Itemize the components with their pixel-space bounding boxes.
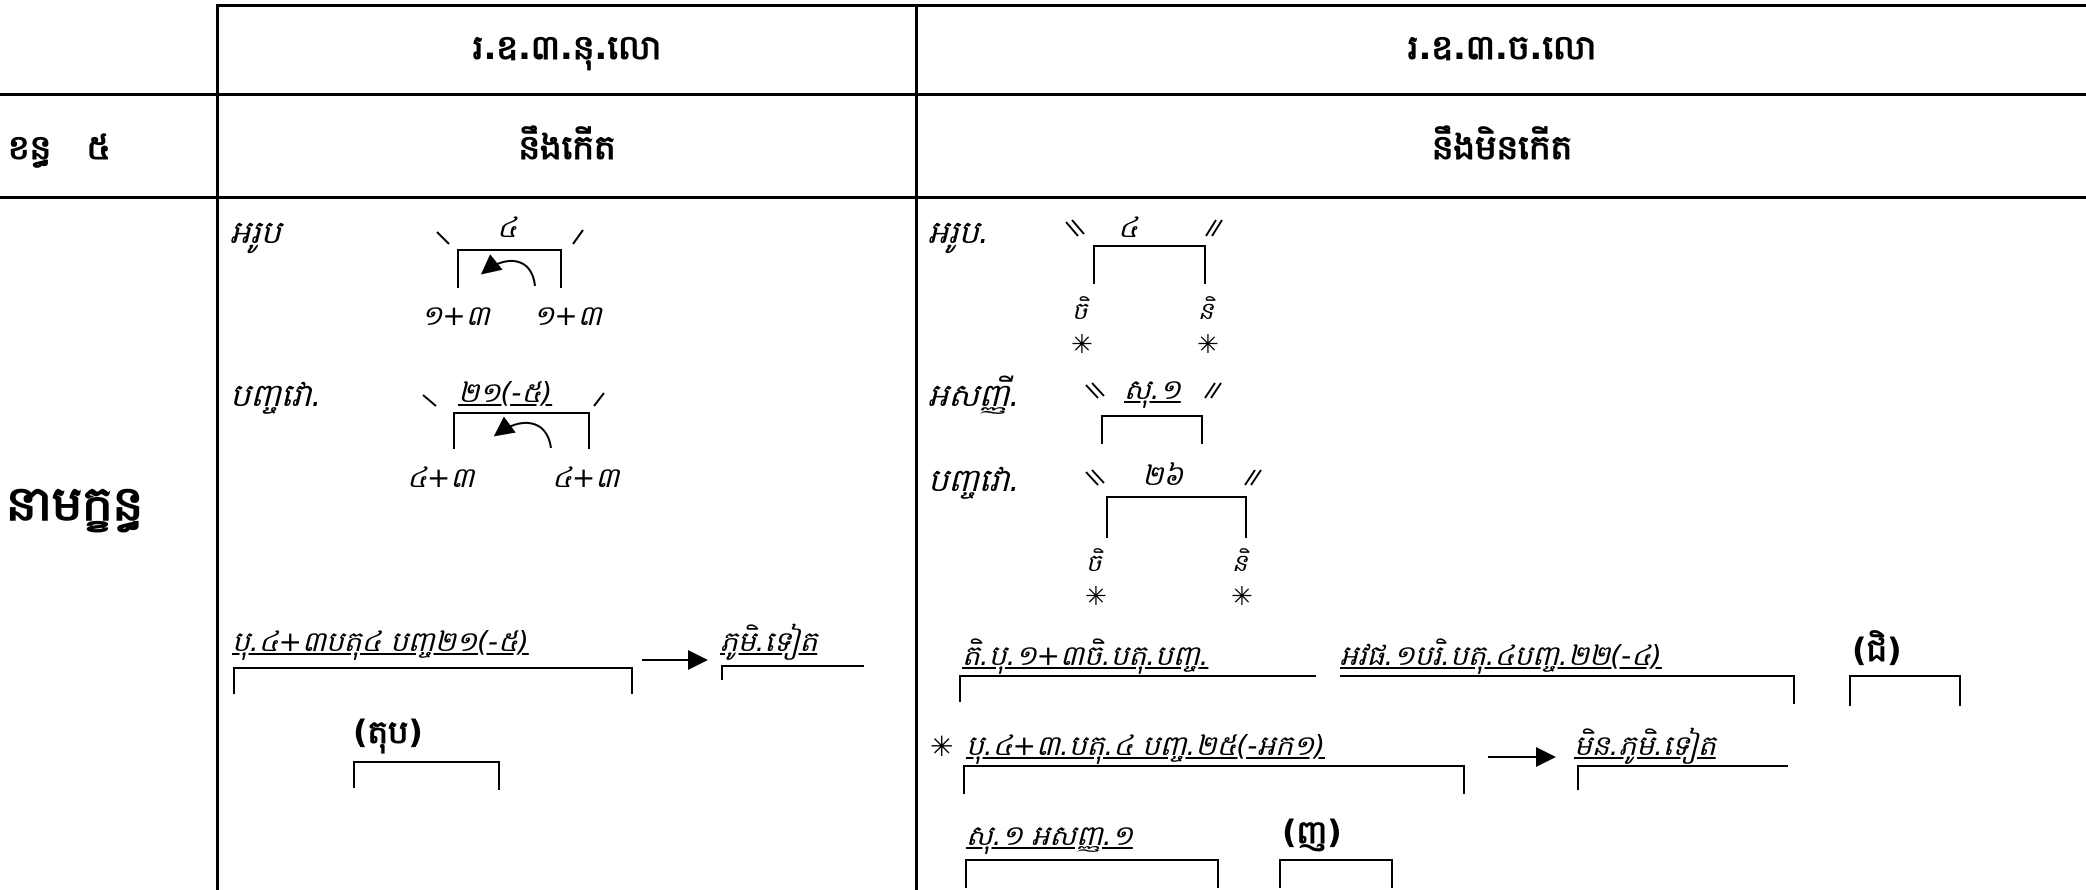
col2-header-code: រ.ឧ.៣.ច.លោ xyxy=(1407,28,1597,68)
right-f3-bracket xyxy=(963,765,1465,794)
right-panca-bracket xyxy=(1106,496,1247,538)
right-arupa-slash-l2 xyxy=(1071,219,1085,235)
right-result-1: (ជិ) xyxy=(1852,631,1902,669)
right-asanna-slash-l2 xyxy=(1091,382,1105,397)
right-panca-slash-l2 xyxy=(1091,469,1105,484)
left-arupa-slash-r xyxy=(572,229,584,245)
right-asanna-bracket xyxy=(1101,415,1203,444)
left-arupa-bracket xyxy=(457,249,562,288)
header-row-border xyxy=(0,93,2086,96)
right-panca-slash-r1 xyxy=(1244,469,1256,486)
right-result-2: (ញ) xyxy=(1282,813,1342,851)
left-arupa-label: អរូប xyxy=(230,213,281,251)
left-panca-b2: ៤+៣ xyxy=(552,461,620,494)
right-arupa-star2: ✳ xyxy=(1197,330,1219,360)
right-panca-b1: ចិ xyxy=(1086,549,1102,577)
right-arupa-label: អរូប. xyxy=(928,213,989,251)
right-formula-4: សុ.១ អសញ្ញ.១ xyxy=(966,819,1133,852)
right-asanna-top: សុ.១ xyxy=(1124,373,1181,406)
row1-label: ខន្ធ ៥ xyxy=(8,128,111,168)
left-panca-label: បញ្ចវោ. xyxy=(230,376,322,414)
right-f1-bracket xyxy=(959,675,1316,702)
left-panca-top: ២១(-៥) xyxy=(458,376,553,409)
right-target-bracket xyxy=(1577,765,1788,790)
right-arupa-slash-r2 xyxy=(1211,219,1223,237)
right-panca-top: ២៦ xyxy=(1142,459,1184,492)
right-arupa-top: ៤ xyxy=(1118,211,1138,244)
right-formula-1: តិ.បុ.១+៣ចិ.បតុ.បញ្ច. xyxy=(962,639,1209,672)
left-arupa-slash-l xyxy=(436,231,450,245)
right-arupa-slash-r1 xyxy=(1205,219,1217,237)
col1-header-code: រ.ឧ.៣.នុ.លោ xyxy=(472,28,662,68)
col-divider-1 xyxy=(216,4,219,890)
right-panca-star2: ✳ xyxy=(1231,582,1253,612)
right-arupa-slash-l1 xyxy=(1065,221,1079,237)
left-panca-b1: ៤+៣ xyxy=(407,461,475,494)
right-formula-3-star: ✳ xyxy=(930,730,954,763)
row1-border xyxy=(0,196,2086,199)
left-target: ភូមិ.ទៀត xyxy=(720,625,818,658)
right-target: មិន.ភូមិ.ទៀត xyxy=(1574,729,1716,762)
right-formula-2: អវផ.១បរិ.បតុ.៤បញ្ច.២២(-៤) xyxy=(1340,639,1662,672)
table-top-border xyxy=(216,4,2086,7)
left-panca-bracket xyxy=(453,412,590,449)
col-divider-2 xyxy=(915,4,918,890)
left-result-bracket xyxy=(353,761,500,790)
left-arupa-top: ៤ xyxy=(497,211,517,244)
right-panca-slash-r2 xyxy=(1250,469,1262,486)
right-arupa-star1: ✳ xyxy=(1071,330,1093,360)
right-panca-label: បញ្ចវោ. xyxy=(928,461,1020,499)
row2-label: នាមក្ខន្ធ xyxy=(6,476,144,532)
right-f2-bracket xyxy=(1340,675,1795,704)
right-asanna-label: អសញ្ញី. xyxy=(928,376,1020,414)
left-formula-bracket xyxy=(233,667,633,694)
right-panca-b2: និ xyxy=(1232,549,1248,577)
right-arupa-b2: និ xyxy=(1198,297,1214,325)
row1-col1-text: នឹងកើត xyxy=(518,128,616,168)
right-panca-star1: ✳ xyxy=(1085,582,1107,612)
left-arupa-b2: ១+៣ xyxy=(533,299,602,332)
right-r1-bracket xyxy=(1849,675,1961,706)
left-panca-slash-r xyxy=(593,392,605,407)
right-r2-bracket xyxy=(1279,859,1393,888)
left-arupa-arrow xyxy=(480,254,536,287)
right-asanna-slash-r2 xyxy=(1210,382,1222,399)
right-f4-bracket xyxy=(965,859,1219,888)
right-arupa-b1: ចិ xyxy=(1072,297,1088,325)
left-arupa-b1: ១+៣ xyxy=(421,299,490,332)
left-formula: បុ.៤+៣បតុ៤ បញ្ច២១(-៥) xyxy=(232,625,529,658)
left-panca-arrow xyxy=(493,416,552,449)
right-arupa-bracket xyxy=(1093,245,1206,284)
left-target-bracket xyxy=(721,665,864,680)
right-asanna-slash-r1 xyxy=(1204,382,1216,399)
right-panca-slash-l1 xyxy=(1085,471,1099,486)
left-result: (តុប) xyxy=(353,713,423,751)
right-formula-3: បុ.៤+៣.បតុ.៤ បញ្ច.២៥(-អក១) xyxy=(966,729,1325,762)
right-asanna-slash-l1 xyxy=(1085,384,1099,399)
left-panca-slash-l xyxy=(422,394,437,407)
row1-col2-text: នឹងមិនកើត xyxy=(1431,128,1573,168)
